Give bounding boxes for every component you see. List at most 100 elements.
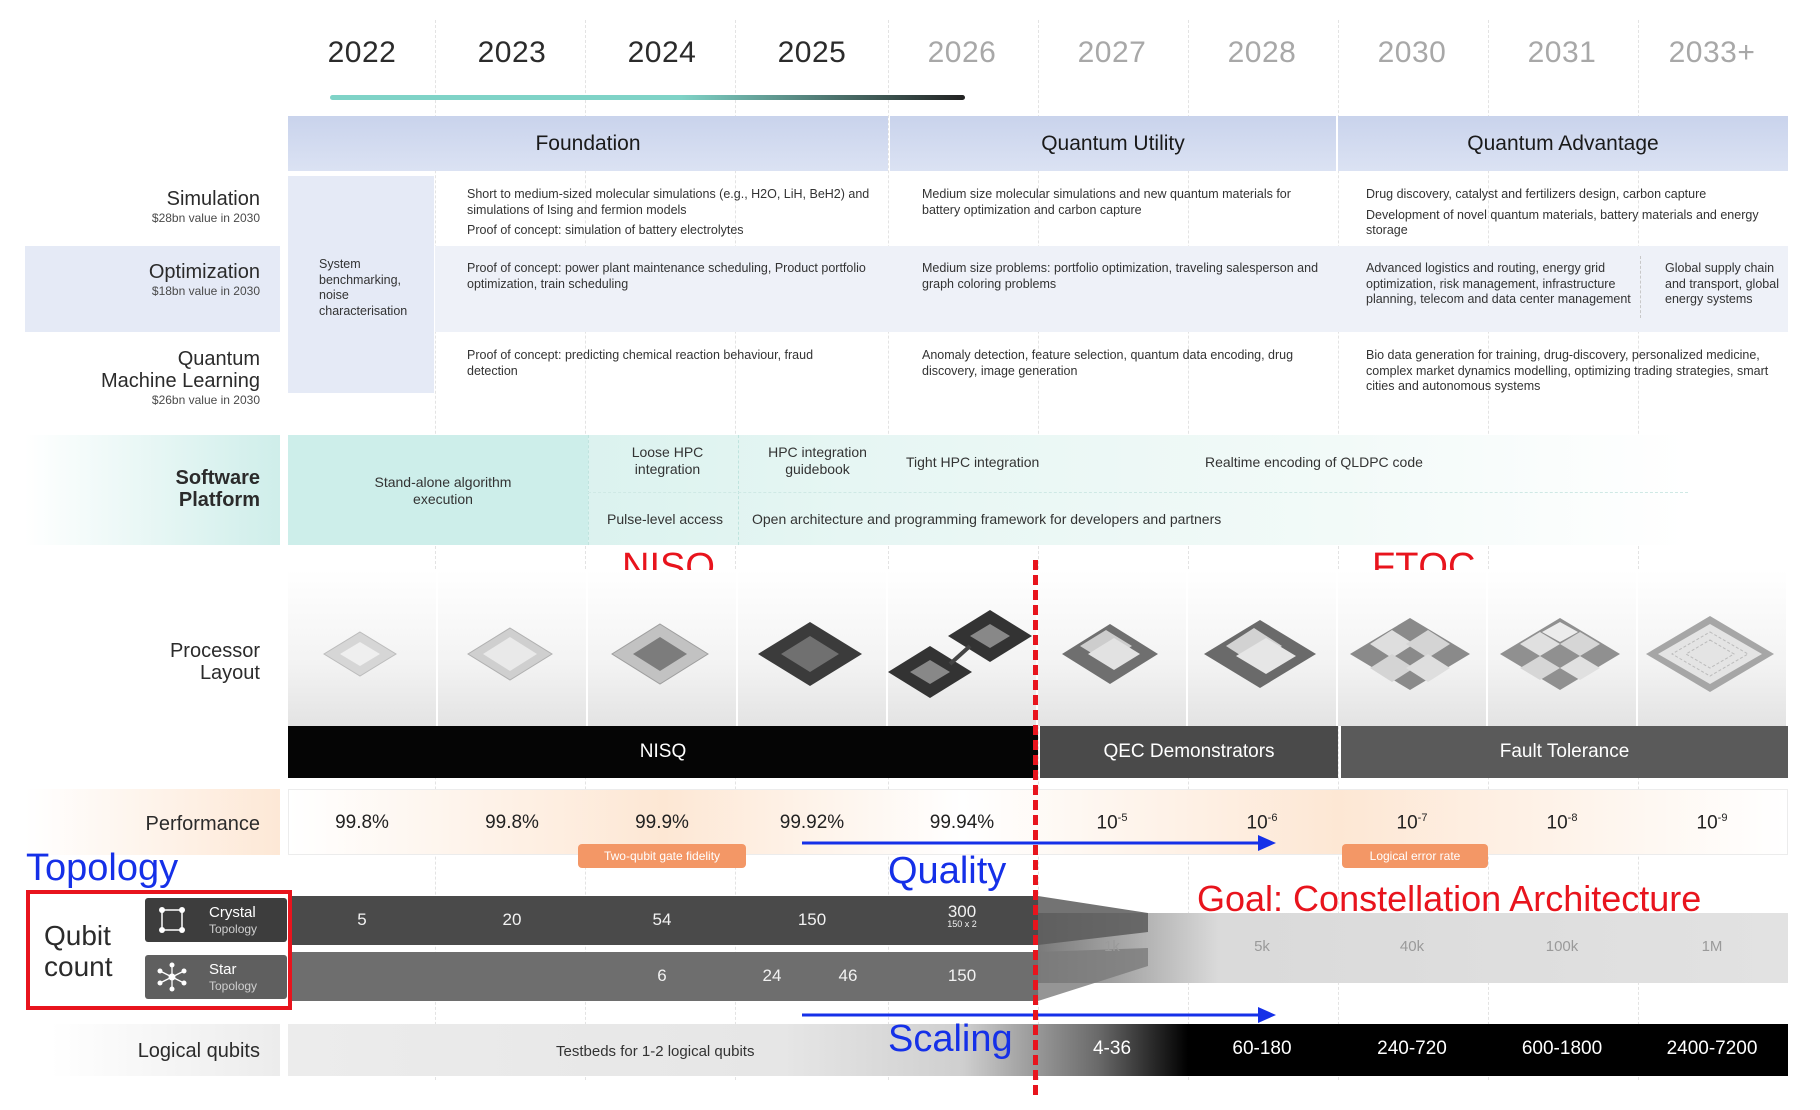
goal-annotation: Goal: Constellation Architecture bbox=[1197, 878, 1702, 919]
topology-annotation: Topology bbox=[26, 847, 179, 889]
phase-foundation: Foundation bbox=[288, 116, 888, 171]
error-rate-base: 10 bbox=[1096, 812, 1118, 834]
software-divider bbox=[588, 492, 1688, 493]
software-title-line1: Software bbox=[175, 467, 260, 489]
simulation-utility: Medium size molecular simulations and ne… bbox=[922, 187, 1291, 217]
optimization-utility: Medium size problems: portfolio optimiza… bbox=[922, 261, 1319, 291]
chip-2023-icon bbox=[467, 627, 553, 681]
optimization-title: Optimization bbox=[148, 261, 260, 283]
software-platform-label: Software Platform bbox=[176, 467, 260, 511]
qubits-2028: 5k bbox=[1254, 938, 1270, 955]
standalone-execution: Stand-alone algorithm execution bbox=[374, 474, 512, 507]
star-topology-tag: Star Topology bbox=[145, 955, 287, 999]
qubits-2030: 40k bbox=[1399, 938, 1425, 955]
performance-title: Performance bbox=[145, 813, 261, 835]
error-rate-exponent: -9 bbox=[1717, 812, 1728, 824]
error-rate-2031: 10-8 bbox=[1488, 812, 1636, 834]
open-architecture: Open architecture and programming framew… bbox=[752, 511, 1222, 527]
optimization-advantage-2: Global supply chain and transport, globa… bbox=[1665, 261, 1779, 306]
optimization-label-band bbox=[25, 246, 280, 332]
error-rate-exponent: -6 bbox=[1267, 812, 1278, 824]
logical-qubits-label: Logical qubits bbox=[138, 1040, 260, 1062]
year-2025: 2025 bbox=[777, 36, 847, 69]
logical-qubits-title: Logical qubits bbox=[137, 1040, 260, 1062]
crystal-topology-bar bbox=[288, 896, 1038, 945]
column-divider bbox=[735, 20, 736, 1080]
topology-highlight-box bbox=[26, 890, 292, 1010]
star-topology-bar bbox=[288, 952, 1038, 1001]
logical-2027: 4-36 bbox=[1092, 1038, 1132, 1059]
error-rate-exponent: -5 bbox=[1117, 812, 1128, 824]
cell-divider bbox=[1640, 256, 1641, 318]
chip-2033-icon bbox=[1646, 616, 1774, 692]
simulation-title: Simulation bbox=[166, 188, 260, 210]
error-rate-base: 10 bbox=[1396, 812, 1418, 834]
column-divider bbox=[888, 20, 889, 1080]
logical-2031: 600-1800 bbox=[1521, 1038, 1603, 1059]
year-2022: 2022 bbox=[327, 36, 397, 69]
column-divider bbox=[1488, 20, 1489, 1080]
star-qubits-2026: 150 bbox=[947, 966, 977, 985]
testbeds-text: Testbeds for 1-2 logical qubits bbox=[556, 1043, 755, 1060]
logical-2030: 240-720 bbox=[1377, 1038, 1447, 1059]
fidelity-2023: 99.8% bbox=[485, 812, 539, 833]
two-qubit-fidelity-tag: Two-qubit gate fidelity bbox=[578, 844, 746, 868]
software-divider bbox=[588, 435, 589, 545]
year-2024: 2024 bbox=[627, 36, 697, 69]
year-2030: 2030 bbox=[1377, 36, 1447, 69]
column-divider bbox=[585, 20, 586, 1080]
chip-2022-icon bbox=[323, 631, 397, 677]
qml-utility: Anomaly detection, feature selection, qu… bbox=[922, 348, 1294, 378]
error-rate-exponent: -8 bbox=[1567, 812, 1578, 824]
error-rate-exponent: -7 bbox=[1417, 812, 1428, 824]
qml-label: Quantum Machine Learning $26bn value in … bbox=[101, 348, 260, 407]
optimization-advantage-1: Advanced logistics and routing, energy g… bbox=[1366, 261, 1631, 306]
processor-title-line2: Layout bbox=[199, 662, 260, 684]
pulse-level-access: Pulse-level access bbox=[607, 511, 723, 527]
crystal-qubits-2025: 150 bbox=[797, 910, 827, 929]
crystal-name: Crystal bbox=[209, 904, 256, 921]
year-2031: 2031 bbox=[1527, 36, 1597, 69]
hpc-integration-guidebook: HPC integration guidebook bbox=[768, 444, 867, 477]
star-topology-icon bbox=[157, 962, 187, 992]
error-rate-base: 10 bbox=[1546, 812, 1568, 834]
crystal-topology-icon bbox=[159, 907, 185, 933]
error-rate-2033: 10-9 bbox=[1638, 812, 1786, 834]
fidelity-2024: 99.9% bbox=[635, 812, 689, 833]
qml-foundation: Proof of concept: predicting chemical re… bbox=[467, 348, 814, 378]
stage-fault-tolerance-bar: Fault Tolerance bbox=[1341, 726, 1788, 778]
scaling-annotation: Scaling bbox=[888, 1018, 1013, 1060]
qubits-2027: 1k bbox=[1104, 938, 1120, 955]
simulation-foundation-item: Short to medium-sized molecular simulati… bbox=[467, 187, 870, 217]
loose-hpc-integration: Loose HPC integration bbox=[631, 444, 704, 477]
standalone-box bbox=[288, 435, 588, 545]
nisq-ftqc-divider bbox=[1033, 560, 1038, 1095]
fidelity-2025: 99.92% bbox=[779, 812, 845, 833]
error-rate-2028: 10-6 bbox=[1188, 812, 1336, 834]
logical-error-rate-tag: Logical error rate bbox=[1342, 844, 1488, 868]
crystal-qubits-2023: 20 bbox=[502, 910, 522, 929]
year-2027: 2027 bbox=[1077, 36, 1147, 69]
year-2028: 2028 bbox=[1227, 36, 1297, 69]
simulation-advantage-item: Drug discovery, catalyst and fertilizers… bbox=[1366, 187, 1707, 201]
fidelity-2022: 99.8% bbox=[335, 812, 389, 833]
simulation-foundation: Short to medium-sized molecular simulati… bbox=[467, 187, 877, 244]
logical-label-band bbox=[50, 1024, 280, 1076]
chip-2027-icon bbox=[1062, 624, 1158, 684]
system-benchmark-box bbox=[288, 176, 434, 393]
logical-2028: 60-180 bbox=[1232, 1038, 1292, 1059]
performance-label-band bbox=[25, 789, 280, 855]
realtime-qldpc-encoding: Realtime encoding of QLDPC code bbox=[1205, 454, 1423, 470]
column-divider bbox=[435, 20, 436, 1080]
performance-label: Performance bbox=[146, 813, 261, 835]
error-rate-base: 10 bbox=[1246, 812, 1268, 834]
quality-arrow bbox=[802, 835, 1276, 851]
chip-2025-icon bbox=[758, 622, 862, 686]
crystal-topology-tag: Crystal Topology bbox=[145, 898, 287, 942]
star-qubits-24: 24 bbox=[762, 966, 782, 985]
optimization-value: $18bn value in 2030 bbox=[151, 284, 260, 298]
crystal-qubits-2024: 54 bbox=[652, 910, 672, 929]
chip-2024-icon bbox=[611, 623, 709, 685]
phase-quantum-advantage: Quantum Advantage bbox=[1338, 116, 1788, 171]
